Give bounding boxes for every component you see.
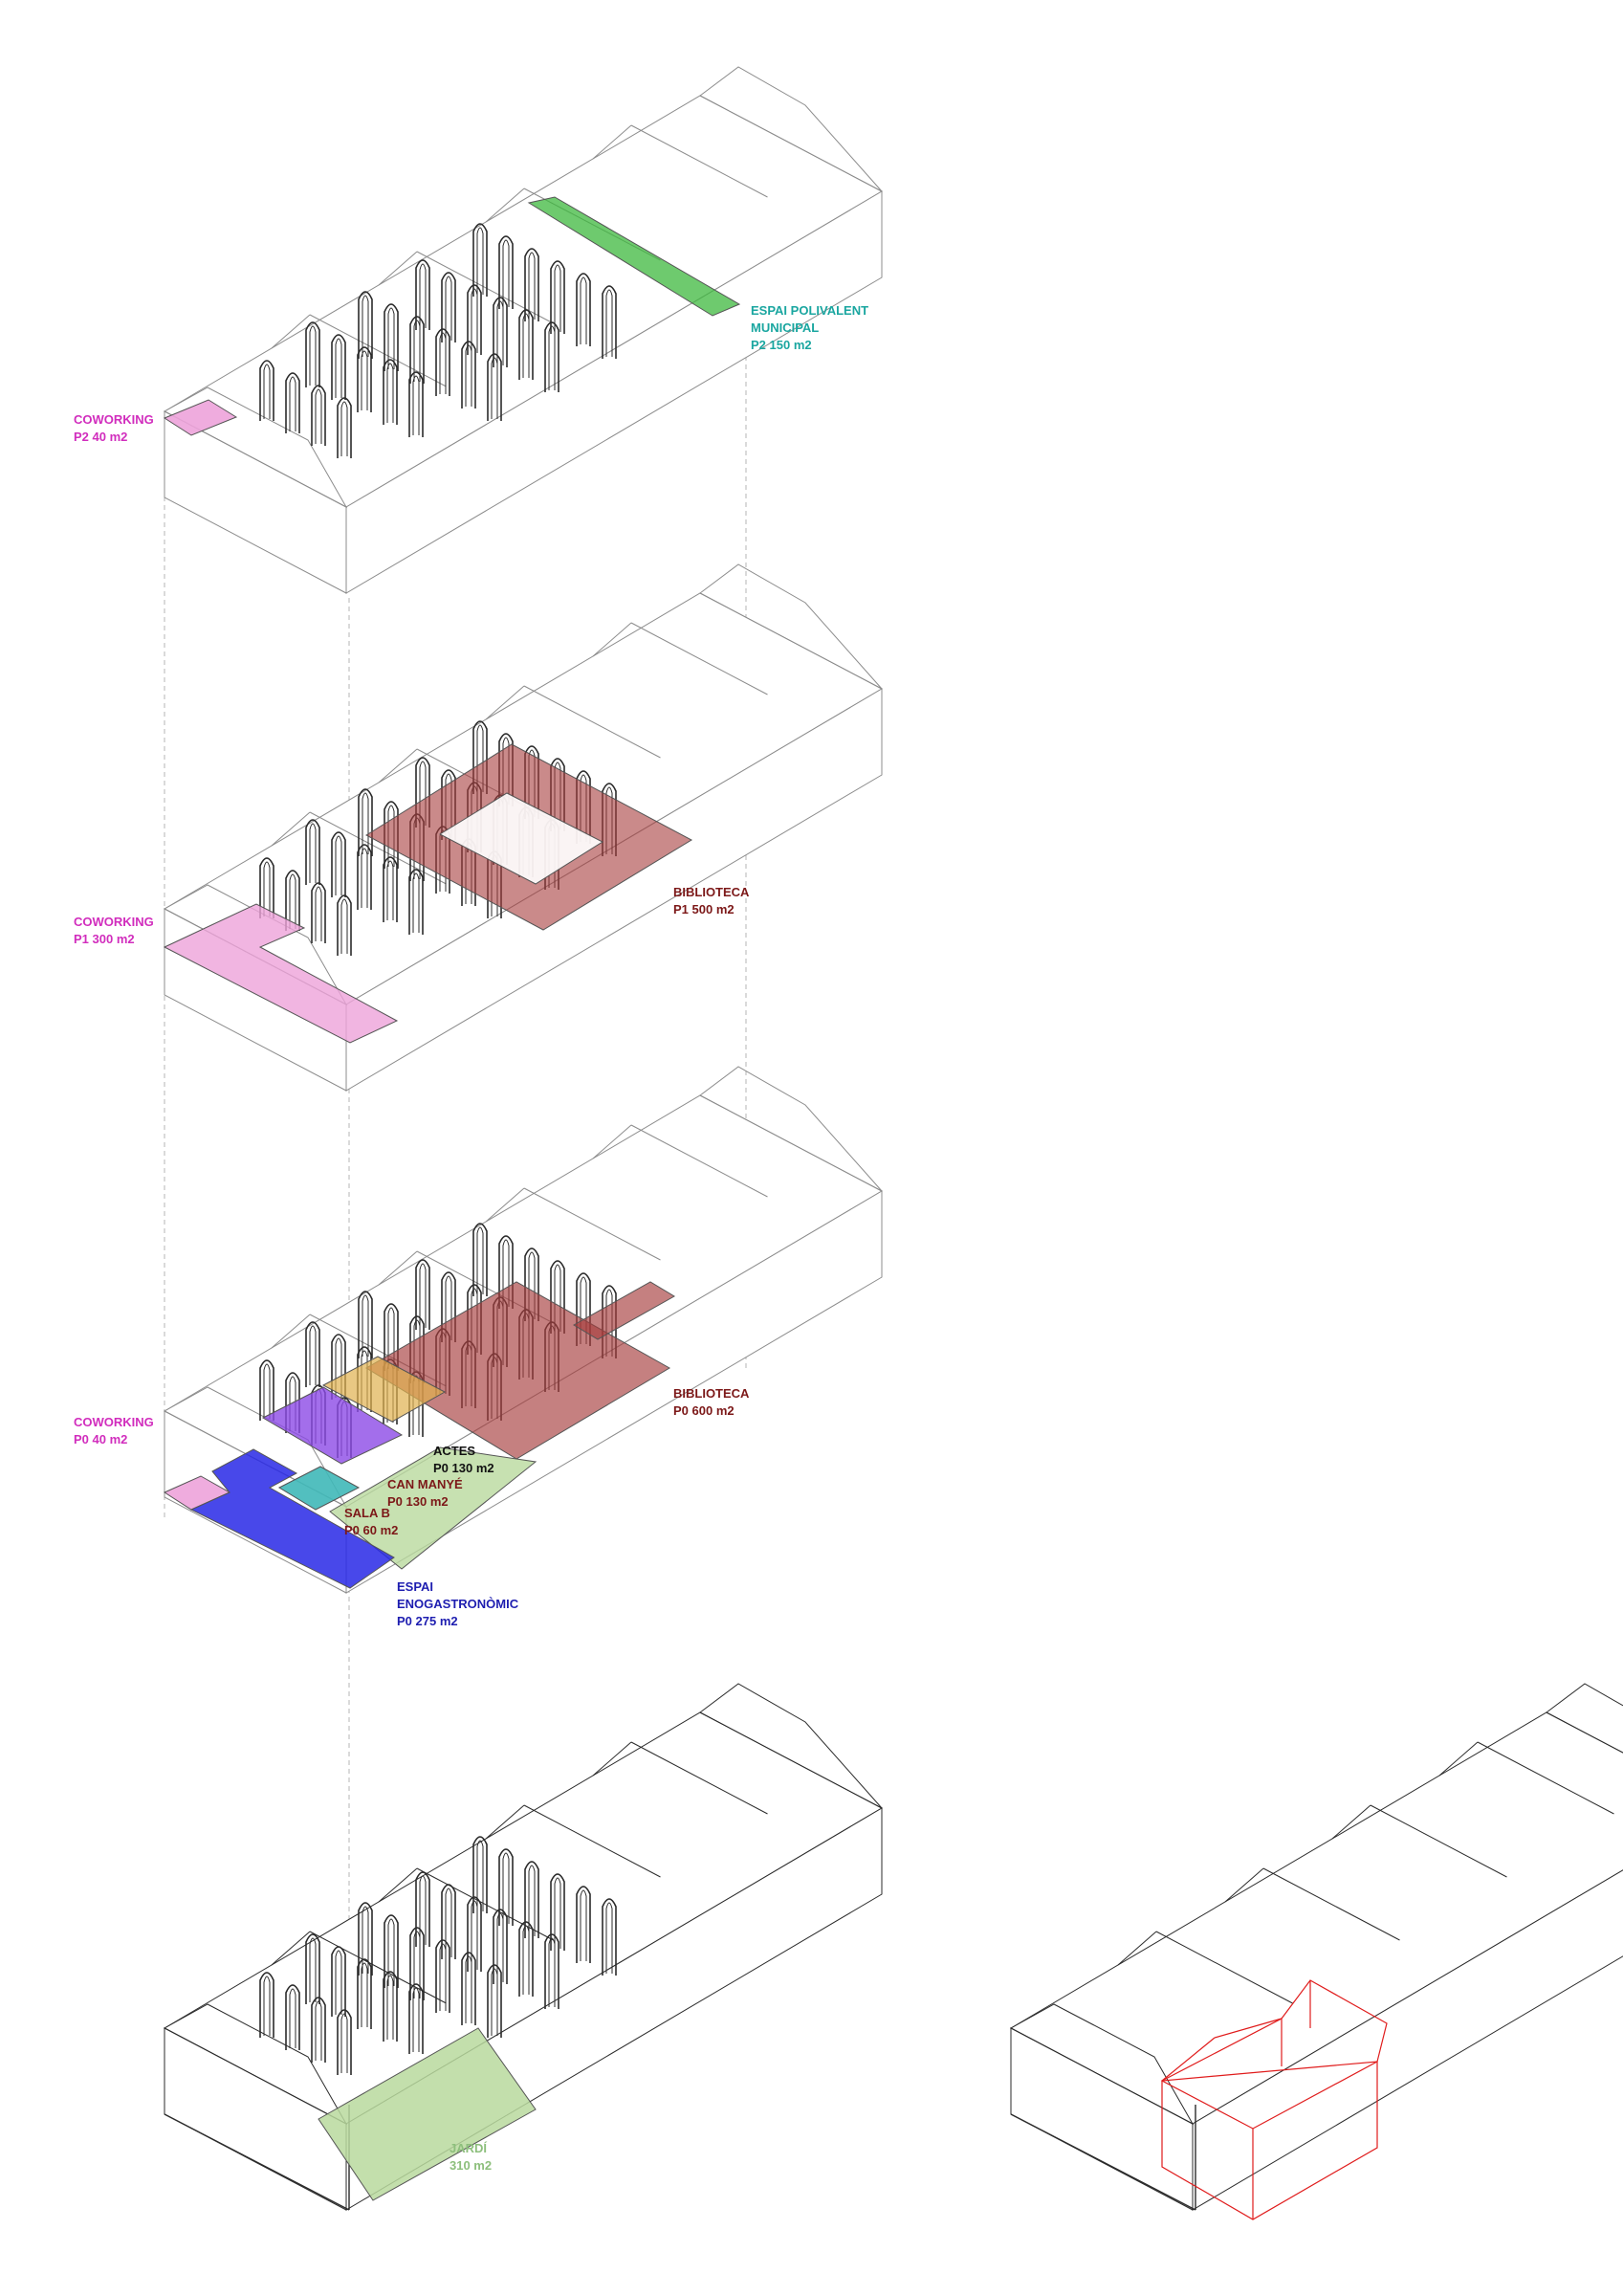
label-line2: ENOGASTRONÒMIC	[397, 1597, 519, 1611]
label-area: P0 275 m2	[397, 1614, 458, 1628]
label-p0-espai-enogastronomic: ESPAI ENOGASTRONÒMIC P0 275 m2	[397, 1578, 518, 1630]
label-line1: ESPAI	[397, 1579, 434, 1594]
zone-p0-espai-enogastronomic	[189, 1448, 395, 1589]
block-ground	[163, 1683, 884, 2211]
label-title: COWORKING	[74, 412, 154, 427]
label-p0-actes: ACTES P0 130 m2	[433, 1443, 494, 1477]
label-title: ACTES	[433, 1444, 476, 1458]
block-exterior	[1009, 1683, 1623, 2211]
label-p2-espai-polivalent: ESPAI POLIVALENT MUNICIPAL P2 150 m2	[751, 302, 868, 354]
label-p2-coworking: COWORKING P2 40 m2	[74, 411, 154, 446]
label-area: 310 m2	[450, 2158, 493, 2173]
zone-jardi	[318, 2027, 537, 2201]
label-title: JARDÍ	[450, 2141, 488, 2155]
label-p0-coworking: COWORKING P0 40 m2	[74, 1414, 154, 1448]
programme-zones	[163, 196, 741, 2201]
label-area: P2 150 m2	[751, 338, 812, 352]
label-title: SALA B	[344, 1506, 390, 1520]
label-title: BIBLIOTECA	[673, 885, 750, 899]
label-area: P1 300 m2	[74, 932, 135, 946]
zone-p0-purple	[261, 1386, 404, 1465]
zone-p0-salab	[277, 1466, 361, 1511]
label-title: COWORKING	[74, 915, 154, 929]
label-jardi: JARDÍ 310 m2	[450, 2140, 492, 2175]
label-area: P0 130 m2	[433, 1461, 494, 1475]
zone-p0-actes	[321, 1356, 447, 1423]
label-p0-biblioteca: BIBLIOTECA P0 600 m2	[673, 1385, 749, 1420]
label-area: P0 60 m2	[344, 1523, 399, 1537]
zone-p2-espai-polivalent	[527, 196, 741, 317]
zone-p1-biblioteca-void	[438, 792, 604, 885]
label-title: COWORKING	[74, 1415, 154, 1429]
zone-p0-biblioteca-arm	[573, 1281, 675, 1340]
label-p1-biblioteca: BIBLIOTECA P1 500 m2	[673, 884, 749, 918]
label-area: P1 500 m2	[673, 902, 735, 916]
label-area: P0 40 m2	[74, 1432, 128, 1446]
label-p1-coworking: COWORKING P1 300 m2	[74, 914, 154, 948]
label-area: P0 600 m2	[673, 1403, 735, 1418]
new-volume-outline	[1160, 1979, 1388, 2220]
label-area: P2 40 m2	[74, 430, 128, 444]
block-p2	[163, 66, 884, 594]
label-area: P0 130 m2	[387, 1494, 449, 1509]
label-title: BIBLIOTECA	[673, 1386, 750, 1401]
label-line2: MUNICIPAL	[751, 320, 820, 335]
zone-p1-coworking	[163, 903, 399, 1044]
zone-p2-coworking	[163, 399, 238, 436]
label-line1: ESPAI POLIVALENT	[751, 303, 869, 318]
label-p0-canmanye: CAN MANYÉ P0 130 m2	[387, 1476, 463, 1511]
label-p0-salab: SALA B P0 60 m2	[344, 1505, 398, 1539]
label-title: CAN MANYÉ	[387, 1477, 463, 1491]
